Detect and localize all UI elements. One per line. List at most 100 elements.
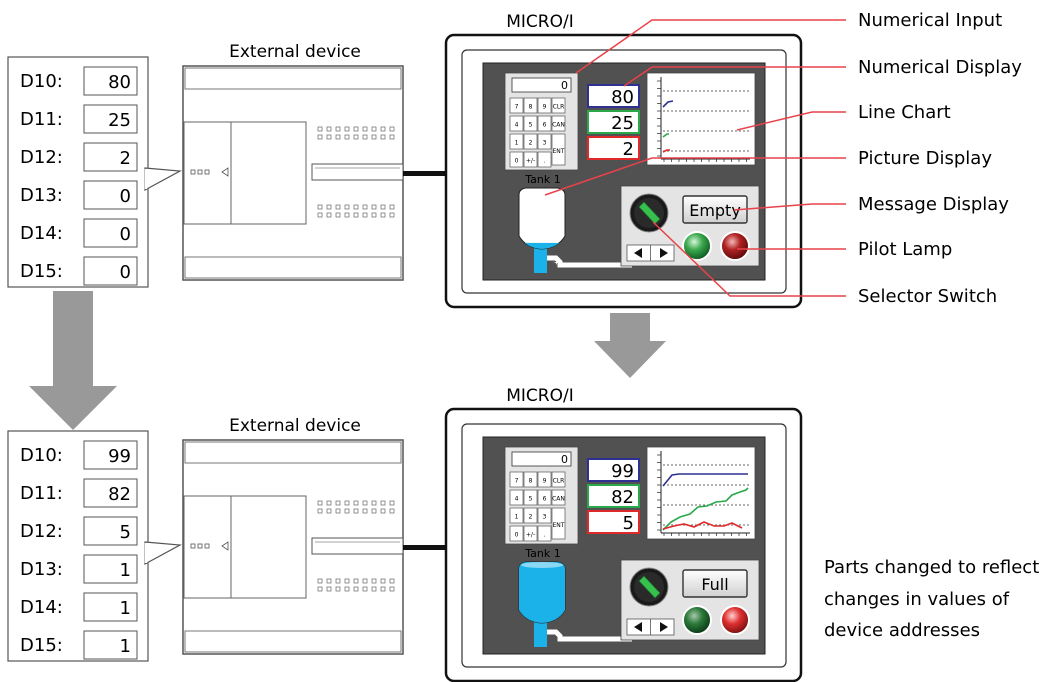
keypad-key bbox=[523, 525, 538, 542]
tank-label: Tank 1 bbox=[524, 173, 560, 186]
callout-label: Selector Switch bbox=[858, 286, 997, 307]
device-terminal-top bbox=[380, 508, 386, 514]
device-top-rail bbox=[184, 67, 402, 90]
keypad-key-label: 3 bbox=[543, 140, 547, 147]
chart-series-line bbox=[662, 149, 670, 153]
tank-water bbox=[519, 562, 565, 623]
down-arrow-right bbox=[594, 313, 666, 378]
callout-label: Message Display bbox=[858, 194, 1009, 215]
table-pointer bbox=[144, 541, 183, 566]
selector-left-arrow bbox=[634, 248, 642, 258]
keypad-key bbox=[551, 115, 566, 132]
register-label: D15: bbox=[20, 261, 63, 282]
device-terminal-top bbox=[344, 508, 350, 514]
device-terminal-top bbox=[389, 126, 395, 132]
register-value-box bbox=[83, 592, 138, 622]
register-value-box bbox=[83, 630, 138, 660]
device-terminal-top bbox=[317, 134, 323, 140]
numerical-display-value: 5 bbox=[623, 513, 634, 534]
external-device: External device bbox=[182, 42, 404, 281]
callout-line bbox=[652, 221, 846, 297]
device-led-arrow bbox=[221, 167, 229, 177]
chart-series-line bbox=[662, 487, 749, 531]
keypad-key-label: . bbox=[544, 532, 546, 539]
device-terminal-bottom bbox=[344, 212, 350, 218]
keypad-key-label: 4 bbox=[515, 496, 519, 503]
tank-water-surface bbox=[521, 562, 563, 568]
keypad-key bbox=[537, 97, 552, 114]
device-terminal-top bbox=[389, 134, 395, 140]
device-terminal-bottom bbox=[326, 212, 332, 218]
device-terminal-top bbox=[362, 126, 368, 132]
device-terminal-bottom bbox=[353, 578, 359, 584]
device-port bbox=[311, 163, 404, 181]
device-terminal-top bbox=[362, 134, 368, 140]
device-terminal-bottom bbox=[317, 586, 323, 592]
line-chart-frame bbox=[646, 72, 756, 166]
register-value: 5 bbox=[120, 522, 131, 543]
line-chart bbox=[646, 446, 756, 540]
register-value: 80 bbox=[108, 72, 131, 93]
device-terminal-top bbox=[371, 500, 377, 506]
keypad-key-label: 0 bbox=[515, 158, 519, 165]
register-value: 0 bbox=[120, 262, 131, 283]
device-terminal-top bbox=[389, 500, 395, 506]
keypad-key-label: 2 bbox=[529, 140, 533, 147]
keypad-key-label: 6 bbox=[543, 496, 547, 503]
keypad-key bbox=[523, 489, 538, 506]
keypad-key-label: 1 bbox=[515, 140, 519, 147]
device-terminal-top bbox=[335, 126, 341, 132]
register-label: D14: bbox=[20, 597, 63, 618]
numerical-display-value: 80 bbox=[611, 87, 634, 108]
pilot-lamp-green bbox=[682, 231, 712, 261]
device-terminal-bottom bbox=[317, 212, 323, 218]
device-terminal-bottom bbox=[389, 586, 395, 592]
keypad-key-label: 7 bbox=[515, 478, 519, 485]
selector-right-arrow bbox=[660, 622, 668, 632]
keypad-key bbox=[537, 133, 552, 150]
device-terminal-bottom bbox=[344, 586, 350, 592]
device-terminal-bottom bbox=[371, 212, 377, 218]
keypad-key-label: 0 bbox=[515, 532, 519, 539]
keypad-key bbox=[523, 151, 538, 168]
device-terminal-bottom bbox=[326, 578, 332, 584]
change-note: Parts changed to reflect changes in valu… bbox=[824, 557, 1039, 641]
keypad-key bbox=[523, 97, 538, 114]
device-terminal-bottom bbox=[380, 586, 386, 592]
device-led bbox=[204, 169, 210, 175]
table-pointer bbox=[144, 167, 183, 192]
numerical-display-value: 2 bbox=[623, 139, 634, 160]
device-terminal-bottom bbox=[335, 212, 341, 218]
keypad-key bbox=[551, 133, 566, 166]
callout-label: Pilot Lamp bbox=[858, 239, 952, 260]
keypad-key bbox=[509, 115, 524, 132]
connection-cable bbox=[403, 171, 447, 176]
device-terminal-bottom bbox=[362, 578, 368, 584]
tank-water bbox=[519, 242, 565, 249]
register-value: 0 bbox=[120, 224, 131, 245]
device-terminal-top bbox=[371, 508, 377, 514]
pipe-joint bbox=[547, 262, 557, 266]
selector-right-arrow bbox=[660, 248, 668, 258]
numerical-display-box bbox=[587, 510, 640, 534]
device-led bbox=[204, 543, 210, 549]
numerical-input-field bbox=[511, 451, 572, 467]
line-chart bbox=[646, 72, 756, 166]
device-terminal-bottom bbox=[362, 212, 368, 218]
picture-display-tank bbox=[518, 187, 632, 273]
keypad-key bbox=[537, 115, 552, 132]
device-terminal-bottom bbox=[380, 204, 386, 210]
register-label: D12: bbox=[20, 521, 63, 542]
device-terminal-bottom bbox=[344, 578, 350, 584]
keypad-key-label: 6 bbox=[543, 122, 547, 129]
callout-line bbox=[575, 19, 846, 74]
device-terminal-top bbox=[344, 500, 350, 506]
device-terminal-top bbox=[353, 508, 359, 514]
keypad-key-label: 5 bbox=[529, 496, 533, 503]
keypad-key bbox=[551, 471, 566, 488]
numerical-display-value: 99 bbox=[611, 461, 634, 482]
callout-label: Line Chart bbox=[858, 102, 951, 123]
device-terminal-top bbox=[335, 500, 341, 506]
